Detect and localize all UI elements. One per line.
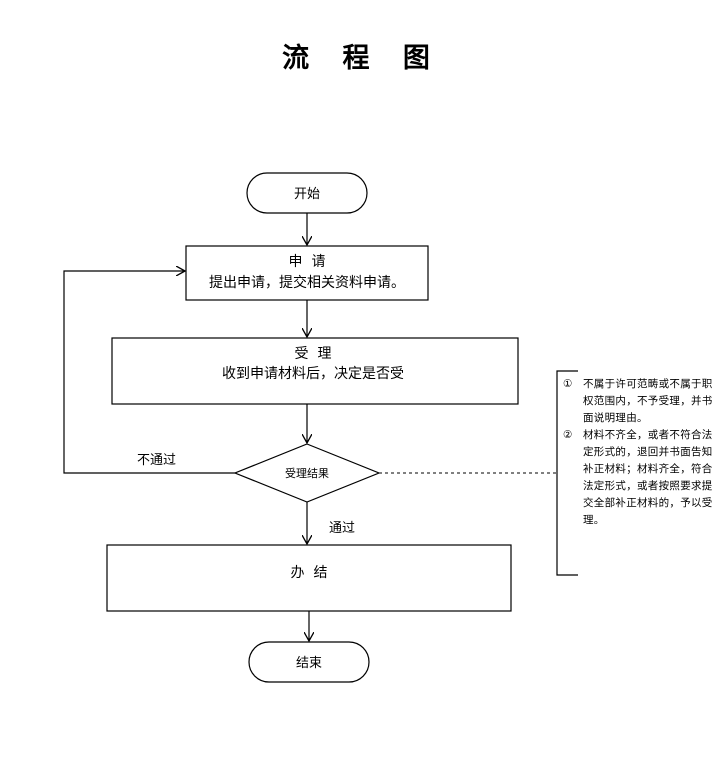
page-title: 流 程 图: [282, 43, 442, 74]
note-number: ②: [563, 429, 573, 441]
pass-label: 通过: [329, 521, 355, 536]
note-item: ① 不属于许可范畴或不属于职权范围内，不予受理，并书面说明理由。: [563, 376, 719, 427]
finish-label: 办 结: [291, 565, 328, 581]
fail-label: 不通过: [137, 453, 176, 468]
finish-node: [106, 544, 512, 612]
start-label: 开始: [294, 187, 320, 202]
apply-node: [185, 245, 429, 301]
fail-loop-line: [63, 271, 235, 474]
decision-label: 受理结果: [285, 467, 329, 480]
note-number: ①: [563, 378, 573, 390]
note-text: 材料不齐全，或者不符合法定形式的，退回并书面告知补正材料；材料齐全，符合法定形式…: [583, 429, 713, 526]
note-item: ② 材料不齐全，或者不符合法定形式的，退回并书面告知补正材料；材料齐全，符合法定…: [563, 427, 719, 529]
apply-description: 提出申请，提交相关资料申请。: [209, 274, 405, 291]
note-text: 不属于许可范畴或不属于职权范围内，不予受理，并书面说明理由。: [583, 378, 713, 424]
note-bracket: [556, 370, 578, 576]
accept-description: 收到申请材料后，决定是否受: [222, 366, 404, 382]
apply-title: 申 请: [289, 254, 326, 270]
end-node: [248, 641, 370, 683]
end-label: 结束: [296, 656, 322, 671]
accept-node: [111, 337, 519, 405]
accept-title: 受 理: [295, 346, 332, 362]
note-panel: ① 不属于许可范畴或不属于职权范围内，不予受理，并书面说明理由。 ② 材料不齐全…: [563, 376, 719, 529]
